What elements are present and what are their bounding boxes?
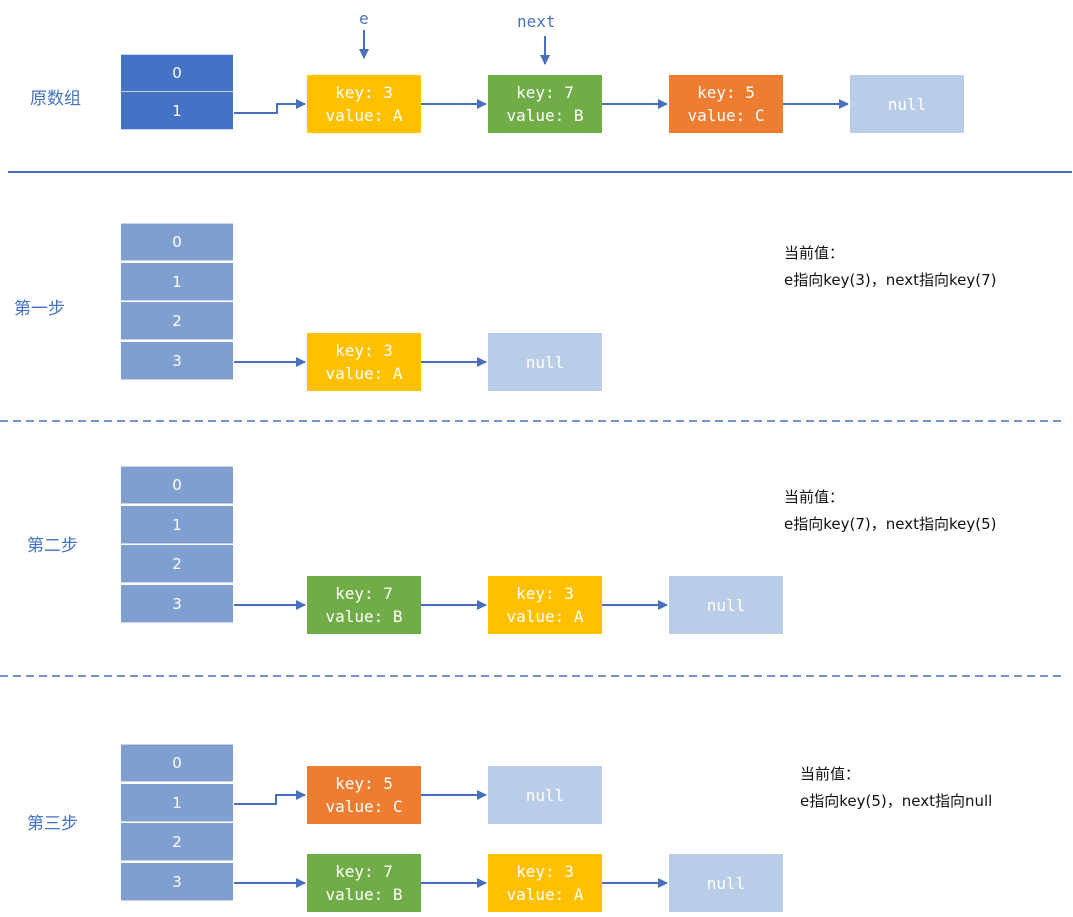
node-key-text: key: 7 xyxy=(516,83,574,102)
node-value-text: value: C xyxy=(325,797,403,816)
node-key-text: key: 5 xyxy=(697,83,755,102)
node-null: null xyxy=(488,333,602,391)
arrow-step3-bucket1-to-key5 xyxy=(234,790,306,805)
step2-label: 第二步 xyxy=(27,536,78,556)
node-value-text: value: A xyxy=(325,364,403,383)
node-key-text: key: 3 xyxy=(335,83,393,102)
node-key-text: key: 3 xyxy=(516,584,574,603)
node-value-text: value: A xyxy=(506,885,584,904)
original-array-label: 原数组 xyxy=(30,89,81,109)
note-title: 当前值： xyxy=(800,765,861,783)
node-key7: key: 7 value: B xyxy=(307,854,421,912)
node-key3: key: 3 value: A xyxy=(488,854,602,912)
array-bucket-3: 3 xyxy=(121,342,233,380)
array-bucket-3: 3 xyxy=(121,585,233,623)
node-key-text: key: 7 xyxy=(335,862,393,881)
step3-label: 第三步 xyxy=(27,814,78,834)
array-bucket-0: 0 xyxy=(121,54,233,92)
note-text: e指向key(5)，next指向null xyxy=(800,792,993,810)
step2-note: 当前值： e指向key(7)，next指向key(5) xyxy=(784,484,996,538)
note-title: 当前值： xyxy=(784,488,845,506)
node-value-text: value: C xyxy=(687,106,765,125)
node-key7: key: 7 value: B xyxy=(488,75,602,133)
node-key3: key: 3 value: A xyxy=(488,576,602,634)
node-value-text: value: B xyxy=(325,885,403,904)
node-null: null xyxy=(669,854,783,912)
node-key5: key: 5 value: C xyxy=(307,766,421,824)
step1-note: 当前值： e指向key(3)，next指向key(7) xyxy=(784,240,996,294)
array-bucket-0: 0 xyxy=(121,744,233,782)
e-pointer-label: e xyxy=(359,9,369,28)
node-key7: key: 7 value: B xyxy=(307,576,421,634)
node-key3: key: 3 value: A xyxy=(307,75,421,133)
node-null: null xyxy=(488,766,602,824)
array-bucket-2: 2 xyxy=(121,545,233,583)
node-key5: key: 5 value: C xyxy=(669,75,783,133)
step3-note: 当前值： e指向key(5)，next指向null xyxy=(800,761,992,815)
array-bucket-2: 2 xyxy=(121,302,233,340)
step1-label: 第一步 xyxy=(14,299,65,319)
node-key3: key: 3 value: A xyxy=(307,333,421,391)
node-value-text: value: B xyxy=(325,607,403,626)
array-bucket-1: 1 xyxy=(121,92,233,130)
array-bucket-0: 0 xyxy=(121,466,233,504)
array-bucket-1: 1 xyxy=(121,506,233,544)
array-bucket-1: 1 xyxy=(121,784,233,822)
array-bucket-0: 0 xyxy=(121,223,233,261)
node-key-text: key: 3 xyxy=(335,341,393,360)
array-bucket-3: 3 xyxy=(121,863,233,901)
node-value-text: value: B xyxy=(506,106,584,125)
array-bucket-1: 1 xyxy=(121,263,233,301)
node-key-text: key: 3 xyxy=(516,862,574,881)
node-key-text: key: 7 xyxy=(335,584,393,603)
node-value-text: value: A xyxy=(325,106,403,125)
note-text: e指向key(7)，next指向key(5) xyxy=(784,515,997,533)
node-key-text: key: 5 xyxy=(335,774,393,793)
node-null: null xyxy=(850,75,964,133)
next-pointer-label: next xyxy=(517,12,556,31)
arrow-bucket1-to-key3 xyxy=(234,99,306,114)
node-null: null xyxy=(669,576,783,634)
node-value-text: value: A xyxy=(506,607,584,626)
note-title: 当前值： xyxy=(784,244,845,262)
array-bucket-2: 2 xyxy=(121,823,233,861)
note-text: e指向key(3)，next指向key(7) xyxy=(784,271,997,289)
